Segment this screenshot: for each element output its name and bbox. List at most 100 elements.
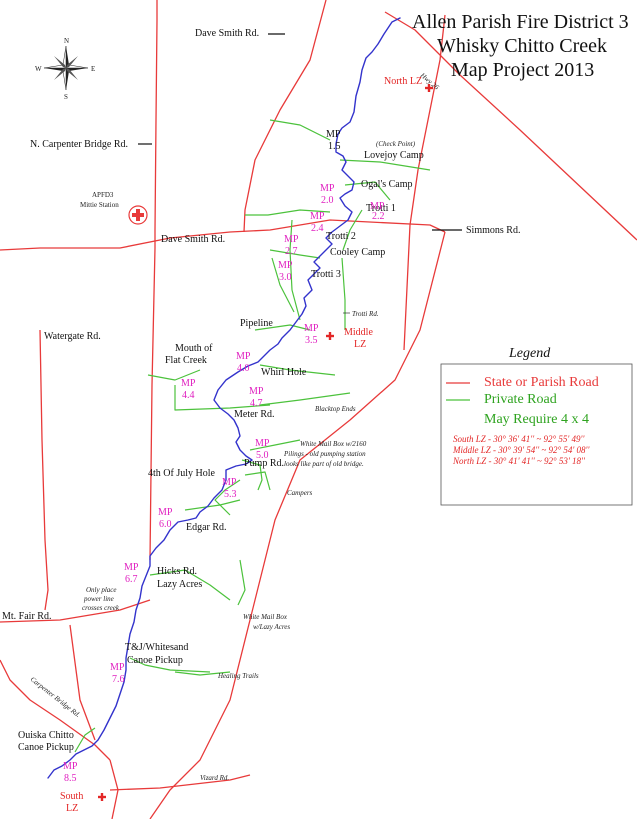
road-trotti-to-south [403,14,446,351]
label-blacktop-ends: Blacktop Ends [315,405,356,413]
creek [47,17,401,779]
legend: Legend State or Parish Road Private Road… [440,346,633,506]
label-tj-canoe-pickup: Canoe Pickup [127,655,183,666]
road-dave-smith-west [0,219,446,251]
place-labels: (Check Point) Lovejoy Camp Ogal's Camp T… [18,140,424,753]
label-whitebox-line3: looks like part of old bridge. [284,460,364,468]
label-carpenter-bridge: Carpenter Bridge Rd. [29,675,82,719]
road-edgar [184,499,241,511]
north-lz: North LZ [384,76,433,92]
mp-4-4-value: 4.4 [182,390,195,401]
mp-7-6-value: 7.6 [112,674,125,685]
mile-marker-2-0: MP 2.0 [320,183,335,206]
label-trotti-1: Trotti 1 [366,203,396,214]
mp-8-5-value: 8.5 [64,773,77,784]
label-hicks-rd: Hicks Rd. [157,566,197,577]
label-whirl-hole: Whirl Hole [261,367,307,378]
road-cooley [289,219,301,321]
road-cooley-west [269,249,321,259]
road-tj [129,657,211,673]
label-whitebox-lazy-1: White Mail Box [243,613,288,621]
label-ogals-camp: Ogal's Camp [361,179,413,190]
legend-south-lz: South LZ - 30° 36' 41'' ~ 92° 55' 49'' [453,434,585,444]
mile-marker-2-4: MP 2.4 [310,211,325,234]
middle-lz-line2: LZ [354,339,366,350]
label-simmons: Simmons Rd. [466,225,520,236]
road-pipeline [254,324,311,331]
mile-marker-5-0: MP 5.0 [255,438,270,461]
title-line-2: Whisky Chitto Creek [437,35,607,57]
mp-4-7-label: MP [249,386,264,397]
mp-3-0-label: MP [278,260,293,271]
mp-4-7-value: 4.7 [250,398,263,409]
road-vizard [109,774,251,791]
label-mouth-of: Mouth of [175,343,213,354]
mp-6-0-value: 6.0 [159,519,172,530]
road-watergate [39,329,49,611]
mp-2-2-value: 2.2 [372,211,385,222]
label-dave-smith-mid: Dave Smith Rd. [161,234,225,245]
title-line-3: Map Project 2013 [451,59,594,81]
south-lz-line1: South [60,791,83,802]
label-n-carpenter-bridge: N. Carpenter Bridge Rd. [30,139,128,150]
road-lovejoy [339,159,431,171]
road-mt-fair [0,599,151,623]
road-north-private [269,119,331,141]
road-meter-east [259,392,351,406]
legend-box [440,363,633,506]
mile-marker-4-7: MP 4.7 [249,386,264,409]
mile-marker-1-5: MP 1.5 [326,129,341,152]
mp-4-4-label: MP [181,378,196,389]
mp-2-7-value: 2.7 [285,246,298,257]
lz-cross-icon [425,84,433,92]
mp-2-0-value: 2.0 [321,195,334,206]
label-campers: Campers [287,489,313,497]
mp-2-4-label: MP [310,211,325,222]
mp-2-7-label: MP [284,234,299,245]
label-meter-rd: Meter Rd. [234,409,275,420]
station-line-2: Mittie Station [80,201,119,209]
mp-5-0-value: 5.0 [256,450,269,461]
mp-6-7-label: MP [124,562,139,573]
south-lz-line2: LZ [66,803,78,814]
mp-5-3-label: MP [222,477,237,488]
mile-marker-6-7: MP 6.7 [124,562,139,585]
road-meter [174,385,271,411]
middle-lz: Middle LZ [326,327,373,350]
lz-cross-icon [326,332,334,340]
lz-cross-icon [98,793,106,801]
road-trotti1 [342,209,363,251]
mile-marker-5-3: MP 5.3 [222,477,237,500]
south-lz: South LZ [60,791,106,814]
mp-6-0-label: MP [158,507,173,518]
label-whitebox-line2: Pilings - old pumping station [283,450,366,458]
legend-state: State or Parish Road [484,375,599,390]
mile-marker-2-7: MP 2.7 [284,234,299,257]
label-power-2: power line [83,595,114,603]
mile-markers: MP 1.5 MP 2.0 2.2 MP MP 2.4 MP 2.7 MP 3.… [63,129,385,784]
legend-title: Legend [508,346,551,361]
label-trotti-2: Trotti 2 [326,231,356,242]
road-carpenter-bridge [0,659,111,761]
label-healing-trails: Healing Trails [217,672,259,680]
label-vizard: Vizard Rd. [200,774,229,782]
compass-e: E [91,65,95,73]
label-pipeline: Pipeline [240,318,273,329]
mp-4-0-value: 4.0 [237,363,250,374]
mile-marker-4-4: MP 4.4 [181,378,196,401]
road-south-lower [109,759,119,819]
landing-zones: North LZ Middle LZ South LZ [60,76,433,814]
mp-3-5-label: MP [304,323,319,334]
mp-8-5-label: MP [63,761,78,772]
road-west-lower [69,624,96,741]
road-healing [174,671,231,676]
legend-4x4: May Require 4 x 4 [484,412,589,427]
mile-marker-3-0: MP 3.0 [278,260,293,283]
legend-north-lz: North LZ - 30° 41' 41'' ~ 92° 53' 18'' [452,456,586,466]
label-lovejoy-camp: Lovejoy Camp [364,150,424,161]
legend-private: Private Road [484,392,557,407]
label-mt-fair: Mt. Fair Rd. [2,611,51,622]
fire-station-icon [128,205,148,225]
mp-1-5-value: 1.5 [328,141,341,152]
